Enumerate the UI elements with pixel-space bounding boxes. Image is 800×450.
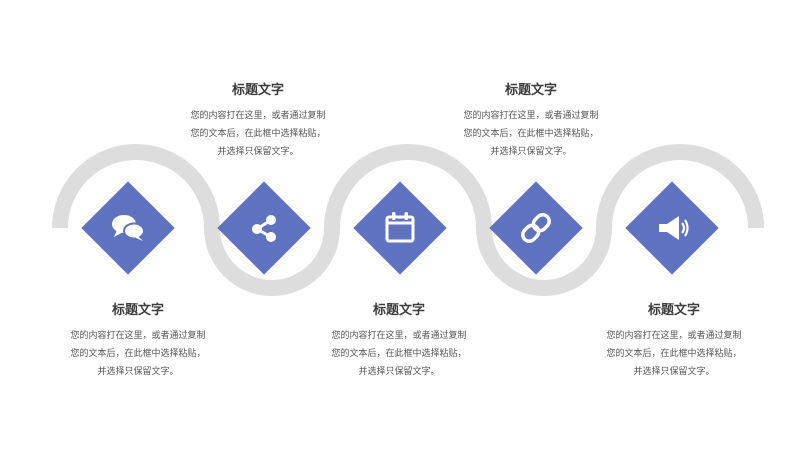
step-3-text: 标题文字 您的内容打在这里，或者通过复制 您的文本后，在此框中选择粘贴， 并选择… <box>309 302 489 381</box>
step-3-line-1: 您的内容打在这里，或者通过复制 <box>331 331 467 341</box>
step-4-line-3: 并选择只保留文字。 <box>490 147 572 157</box>
step-3-line-3: 并选择只保留文字。 <box>358 367 440 377</box>
step-1-line-1: 您的内容打在这里，或者通过复制 <box>70 331 206 341</box>
step-5-line-3: 并选择只保留文字。 <box>633 367 715 377</box>
step-1-text: 标题文字 您的内容打在这里，或者通过复制 您的文本后，在此框中选择粘贴， 并选择… <box>48 302 228 381</box>
step-2-title: 标题文字 <box>231 83 284 98</box>
step-3-line-2: 您的文本后，在此框中选择粘贴， <box>331 349 467 359</box>
step-1-title: 标题文字 <box>111 303 164 318</box>
step-1-line-2: 您的文本后，在此框中选择粘贴， <box>70 349 206 359</box>
step-4-title: 标题文字 <box>504 83 557 98</box>
share-icon <box>244 208 284 248</box>
step-4-text: 标题文字 您的内容打在这里，或者通过复制 您的文本后，在此框中选择粘贴， 并选择… <box>441 82 621 161</box>
step-4-line-1: 您的内容打在这里，或者通过复制 <box>463 111 599 121</box>
step-4-line-2: 您的文本后，在此框中选择粘贴， <box>463 129 599 139</box>
step-2-line-1: 您的内容打在这里，或者通过复制 <box>190 111 326 121</box>
chat-bubbles-icon <box>108 208 148 248</box>
step-2-line-2: 您的文本后，在此框中选择粘贴， <box>190 129 326 139</box>
step-5-title: 标题文字 <box>647 303 700 318</box>
step-1-line-3: 并选择只保留文字。 <box>97 367 179 377</box>
calendar-icon <box>380 208 420 248</box>
megaphone-icon <box>652 208 692 248</box>
step-3-title: 标题文字 <box>372 303 425 318</box>
step-5-line-2: 您的文本后，在此框中选择粘贴， <box>606 349 742 359</box>
step-5-line-1: 您的内容打在这里，或者通过复制 <box>606 331 742 341</box>
step-2-line-3: 并选择只保留文字。 <box>217 147 299 157</box>
step-2-text: 标题文字 您的内容打在这里，或者通过复制 您的文本后，在此框中选择粘贴， 并选择… <box>168 82 348 161</box>
step-5-text: 标题文字 您的内容打在这里，或者通过复制 您的文本后，在此框中选择粘贴， 并选择… <box>584 302 764 381</box>
link-icon <box>516 208 556 248</box>
